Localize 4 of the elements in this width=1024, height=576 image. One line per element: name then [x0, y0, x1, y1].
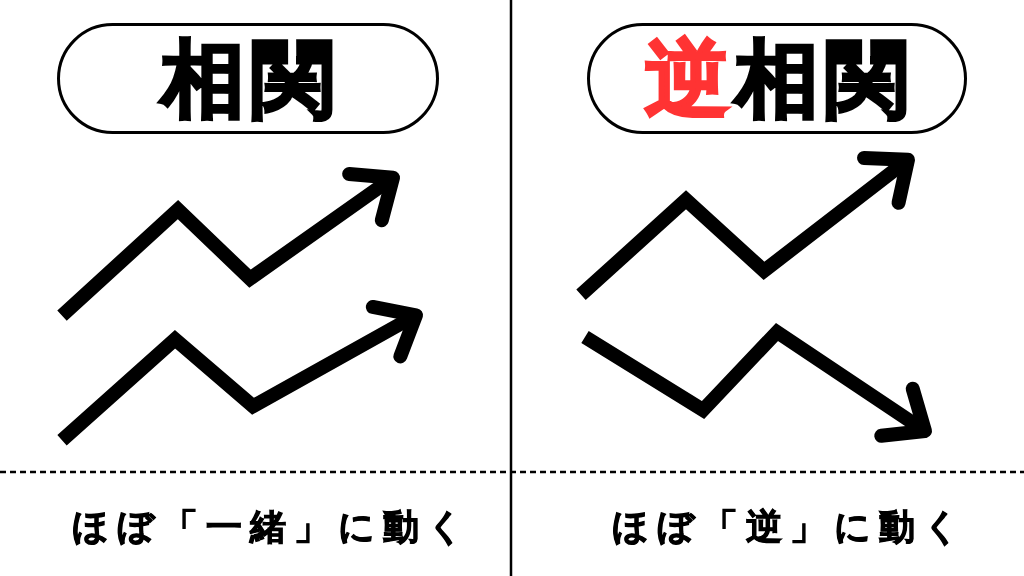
caption-text: ほぼ「一緒」に動く [71, 507, 472, 547]
title-text: 逆相関 [644, 36, 915, 121]
caption-text: ほぼ「逆」に動く [611, 507, 968, 547]
title-text: 相関 [158, 36, 341, 121]
